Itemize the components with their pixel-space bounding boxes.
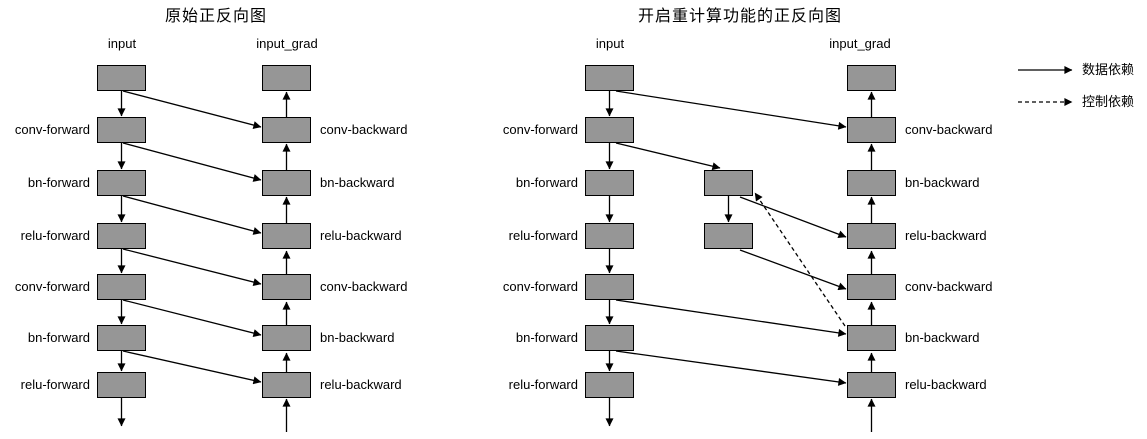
left-input-node	[97, 65, 146, 91]
legend-arrows	[1018, 66, 1073, 106]
left-conv-forward-node-1	[97, 117, 146, 143]
left-relu-forward-node-1	[97, 223, 146, 249]
left-forward-row-label: conv-forward	[14, 122, 90, 137]
left-forward-row-label: bn-forward	[27, 175, 90, 190]
left-forward-row-label: relu-forward	[20, 228, 90, 243]
right-backward-row-label: conv-backward	[905, 122, 993, 137]
right-forward-row-label: conv-forward	[502, 279, 578, 294]
legend-control-dependency-label: 控制依赖	[1082, 94, 1135, 109]
left-backward-row-label: bn-backward	[320, 175, 395, 190]
left-forward-row-label: conv-forward	[14, 279, 90, 294]
right-conv-backward-node-2	[847, 274, 896, 300]
left-diagram-title: 原始正反向图	[164, 8, 267, 25]
right-backward-row-label: conv-backward	[905, 279, 993, 294]
left-bn-forward-node-1	[97, 170, 146, 196]
right-diagram-title: 开启重计算功能的正反向图	[637, 8, 842, 25]
right-backward-row-label: relu-backward	[905, 228, 987, 243]
right-forward-row-label: conv-forward	[502, 122, 578, 137]
right-conv-forward-node-1	[585, 117, 634, 143]
right-forward-row-label: bn-forward	[515, 330, 578, 345]
right-bn-backward-node-1	[847, 170, 896, 196]
right-bn-forward-node-2	[585, 325, 634, 351]
right-conv-backward-node-1	[847, 117, 896, 143]
right-relu-backward-node-2	[847, 372, 896, 398]
right-bn-backward-node-2	[847, 325, 896, 351]
right-relu-backward-node-1	[847, 223, 896, 249]
left-relu-backward-node-2	[262, 372, 311, 398]
left-backward-row-label: bn-backward	[320, 330, 395, 345]
left-backward-row-label: conv-backward	[320, 279, 408, 294]
left-conv-backward-node-1	[262, 117, 311, 143]
right-input-node	[585, 65, 634, 91]
right-forward-row-label: bn-forward	[515, 175, 578, 190]
right-bn-forward-node-1	[585, 170, 634, 196]
right-forward-column-header: input	[595, 36, 625, 51]
right-backward-row-label: bn-backward	[905, 330, 980, 345]
left-backward-column-header: input_grad	[256, 36, 318, 51]
left-data-dependency-edges	[122, 90, 262, 385]
left-backward-row-label: relu-backward	[320, 377, 402, 392]
right-recompute-relu-forward-node	[704, 223, 753, 249]
left-conv-forward-node-2	[97, 274, 146, 300]
right-relu-forward-node-1	[585, 223, 634, 249]
right-forward-row-label: relu-forward	[508, 228, 578, 243]
right-forward-row-label: relu-forward	[508, 377, 578, 392]
left-relu-forward-node-2	[97, 372, 146, 398]
legend-data-dependency-label: 数据依赖	[1082, 62, 1135, 77]
right-relu-forward-node-2	[585, 372, 634, 398]
left-bn-backward-node-1	[262, 170, 311, 196]
right-backward-row-label: bn-backward	[905, 175, 980, 190]
left-backward-row-label: relu-backward	[320, 228, 402, 243]
left-conv-backward-node-2	[262, 274, 311, 300]
left-bn-backward-node-2	[262, 325, 311, 351]
right-recompute-bn-forward-node	[704, 170, 753, 196]
right-backward-row-label: relu-backward	[905, 377, 987, 392]
left-input-grad-node	[262, 65, 311, 91]
right-conv-forward-node-2	[585, 274, 634, 300]
left-relu-backward-node-1	[262, 223, 311, 249]
left-forward-row-label: bn-forward	[27, 330, 90, 345]
right-input-grad-node	[847, 65, 896, 91]
right-backward-column-header: input_grad	[829, 36, 891, 51]
right-data-dependency-edges	[615, 90, 847, 386]
left-backward-row-label: conv-backward	[320, 122, 408, 137]
right-control-dependency-edge	[754, 192, 846, 327]
left-forward-row-label: relu-forward	[20, 377, 90, 392]
left-bn-forward-node-2	[97, 325, 146, 351]
left-forward-column-header: input	[107, 36, 137, 51]
